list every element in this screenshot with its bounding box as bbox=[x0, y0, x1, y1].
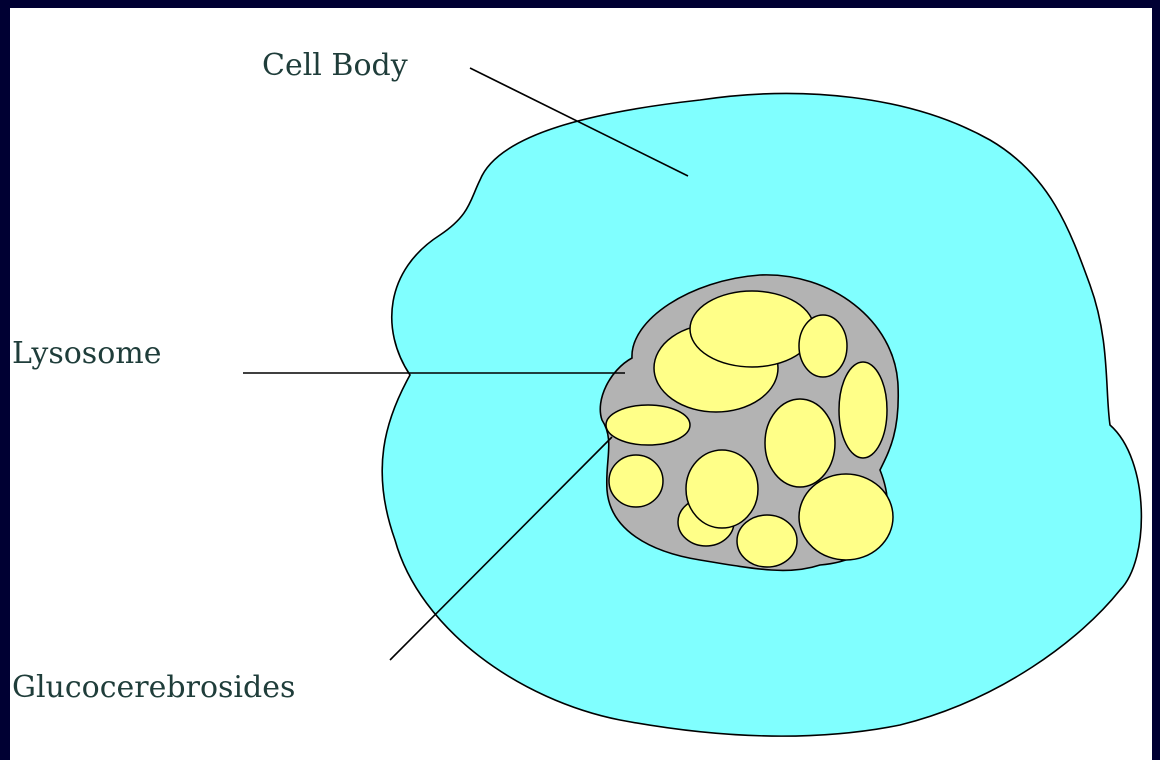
granule bbox=[737, 515, 797, 567]
granule bbox=[839, 362, 887, 458]
granule bbox=[609, 455, 663, 507]
glucocerebrosides-label: Glucocerebrosides bbox=[12, 670, 295, 705]
granule bbox=[799, 315, 847, 377]
granule bbox=[799, 474, 893, 560]
cell-body-label: Cell Body bbox=[262, 48, 408, 83]
lysosome-label: Lysosome bbox=[12, 336, 161, 371]
granule bbox=[686, 450, 758, 528]
granule bbox=[690, 291, 814, 367]
granule bbox=[606, 405, 690, 445]
granule bbox=[765, 399, 835, 487]
